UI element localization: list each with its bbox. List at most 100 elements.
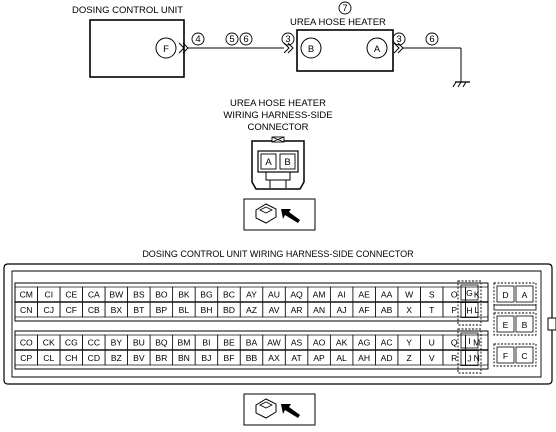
pin-label: AK: [336, 338, 348, 348]
pin-label: CE: [65, 290, 77, 300]
pin-label: W: [405, 290, 414, 300]
pin-label: AY: [246, 290, 257, 300]
pin-label: BV: [133, 353, 145, 363]
pin-cell: [496, 346, 515, 364]
pin-label: AX: [268, 353, 280, 363]
pin-label: X: [406, 305, 412, 315]
callout-circle-3a: [281, 32, 295, 46]
pin-label: CB: [88, 305, 100, 315]
pin-label: CO: [20, 338, 33, 348]
callout-3b: 3: [396, 34, 401, 45]
pin-label: AP: [313, 353, 325, 363]
pin-label: CG: [65, 338, 78, 348]
pin-cell: [460, 302, 479, 318]
callout-6a: 6: [243, 34, 248, 45]
pin-cell: [460, 332, 479, 349]
schematic: DOSING CONTROL UNIT F 4 5 6 3 UREA HOSE …: [72, 1, 470, 88]
pin-label: AT: [291, 353, 302, 363]
pin-b-circle: [300, 37, 322, 59]
heater-connector-body: [251, 136, 305, 190]
callout-circle-6a: [239, 32, 253, 46]
pin-block-upper: [14, 282, 489, 322]
pin-label: AV: [269, 305, 280, 315]
pin-label: AF: [359, 305, 370, 315]
pin-cell: [465, 286, 489, 302]
pin-a-label: A: [374, 44, 381, 55]
pin-label: BB: [246, 353, 258, 363]
pin-label: CK: [43, 338, 55, 348]
pin-label: BD: [223, 305, 235, 315]
callout-circle-5: [225, 32, 239, 46]
pin-a-circle: [366, 37, 388, 59]
pin-label: AI: [338, 290, 346, 300]
pin-label: BP: [156, 305, 168, 315]
pin-label: BE: [223, 338, 235, 348]
connector-view-icon: [243, 198, 316, 231]
pin-label: CI: [44, 290, 53, 300]
pin-label: BN: [178, 353, 190, 363]
pin-label: AQ: [290, 290, 303, 300]
pin-label: BU: [133, 338, 145, 348]
pin-label: AW: [267, 338, 281, 348]
pin-label: Y: [406, 338, 412, 348]
pin-label: S: [429, 290, 435, 300]
pin-label: K: [474, 290, 480, 300]
callout-7: 7: [342, 3, 347, 14]
pin-label: BJ: [201, 353, 211, 363]
connector-latch: [547, 317, 556, 331]
keying-frame: [457, 328, 482, 374]
pin-label: BA: [246, 338, 258, 348]
pin-cell: [496, 285, 515, 303]
pin-label: AA: [381, 290, 393, 300]
heater-connector-title-3: CONNECTOR: [247, 122, 308, 133]
heater-connector-title-2: WIRING HARNESS-SIDE: [223, 110, 332, 121]
pin-label: CN: [20, 305, 32, 315]
pin-label: J: [467, 354, 471, 364]
pin-label: AN: [313, 305, 325, 315]
pin-label: BT: [133, 305, 145, 315]
callout-3a: 3: [285, 34, 290, 45]
pin-b-label: B: [308, 44, 314, 55]
pin-label: AD: [381, 353, 393, 363]
dcu-connector-title: DOSING CONTROL UNIT WIRING HARNESS-SIDE …: [142, 249, 414, 259]
pin-label: Z: [407, 353, 412, 363]
callout-circle-4: [191, 32, 205, 46]
heater-connector-title-1: UREA HOSE HEATER: [230, 98, 326, 109]
pin-label: AR: [291, 305, 303, 315]
heater-connector: UREA HOSE HEATER WIRING HARNESS-SIDE CON…: [223, 98, 333, 231]
pin-label: BK: [178, 290, 190, 300]
pin-label: CM: [20, 290, 33, 300]
pin-cell: [460, 284, 479, 301]
pin-label: AZ: [246, 305, 257, 315]
pin-label: N: [474, 353, 480, 363]
pin-f-label: F: [163, 44, 169, 55]
pin-label: E: [503, 320, 509, 330]
pin-cell: [465, 334, 489, 350]
pin-label: BL: [179, 305, 190, 315]
pin-label: Q: [451, 338, 458, 348]
urea-hose-heater-label: UREA HOSE HEATER: [290, 17, 386, 28]
pin-block-lower: [14, 330, 489, 370]
pin-label: M: [473, 338, 480, 348]
pin-label: CL: [43, 353, 54, 363]
pin-label: BY: [111, 338, 123, 348]
pin-label: AL: [336, 353, 347, 363]
pin-label: AB: [381, 305, 393, 315]
ground-symbol-icon: [452, 81, 470, 88]
pin-label: V: [429, 353, 435, 363]
pin-cell: [496, 315, 515, 333]
pin-label: CC: [88, 338, 100, 348]
pin-label: I: [468, 336, 470, 346]
heater-pin-a: A: [265, 157, 272, 168]
pin-label: H: [466, 306, 472, 316]
callout-4: 4: [195, 34, 200, 45]
pin-label: AS: [291, 338, 303, 348]
pin-cell: [515, 346, 534, 364]
pin-label: BC: [223, 290, 235, 300]
dcu-connector-inner: [11, 270, 542, 378]
pin-label: BG: [200, 290, 213, 300]
pin-label: D: [502, 290, 508, 300]
